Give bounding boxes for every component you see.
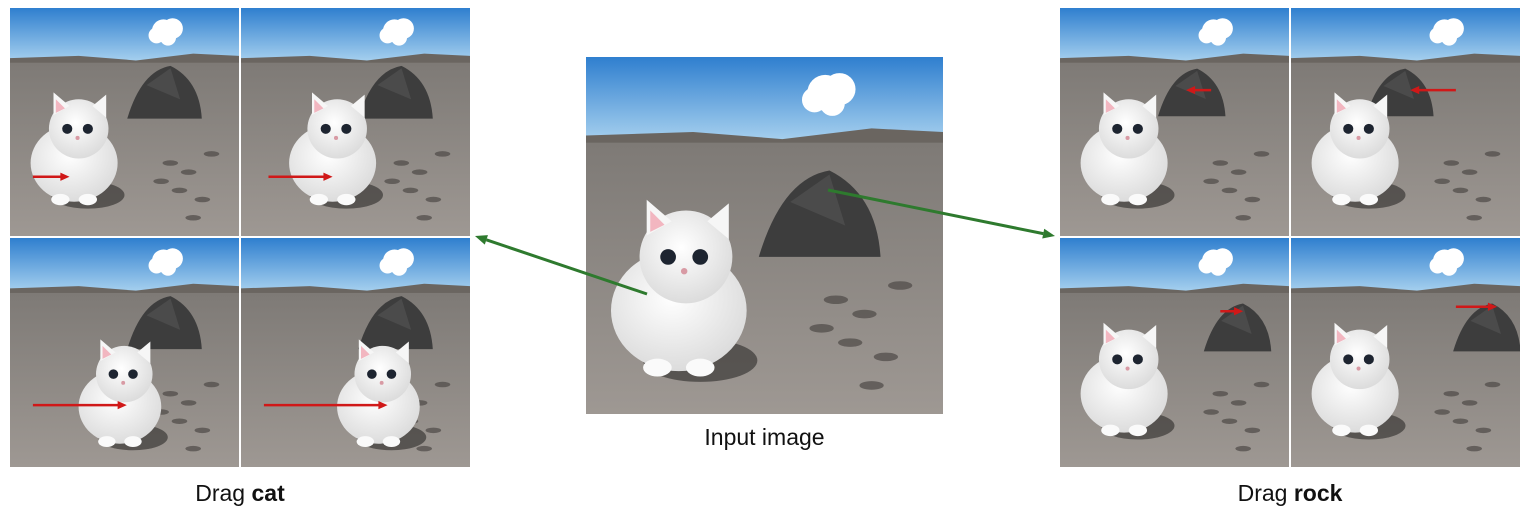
input-image-caption: Input image	[704, 424, 825, 450]
drag-rock-tile-4	[1291, 238, 1520, 467]
drag-rock-tile-2	[1291, 8, 1520, 236]
drag-rock-tile-3	[1060, 238, 1289, 467]
drag-rock-caption: Drag rock	[1237, 480, 1343, 506]
drag-cat-tile-3	[10, 238, 239, 467]
drag-cat-tile-4	[241, 238, 470, 467]
drag-cat-caption: Drag cat	[195, 480, 285, 506]
drag-cat-tile-1	[10, 8, 239, 236]
drag-rock-tile-1	[1060, 8, 1289, 236]
input-image	[586, 57, 943, 414]
drag-cat-tile-2	[241, 8, 470, 236]
